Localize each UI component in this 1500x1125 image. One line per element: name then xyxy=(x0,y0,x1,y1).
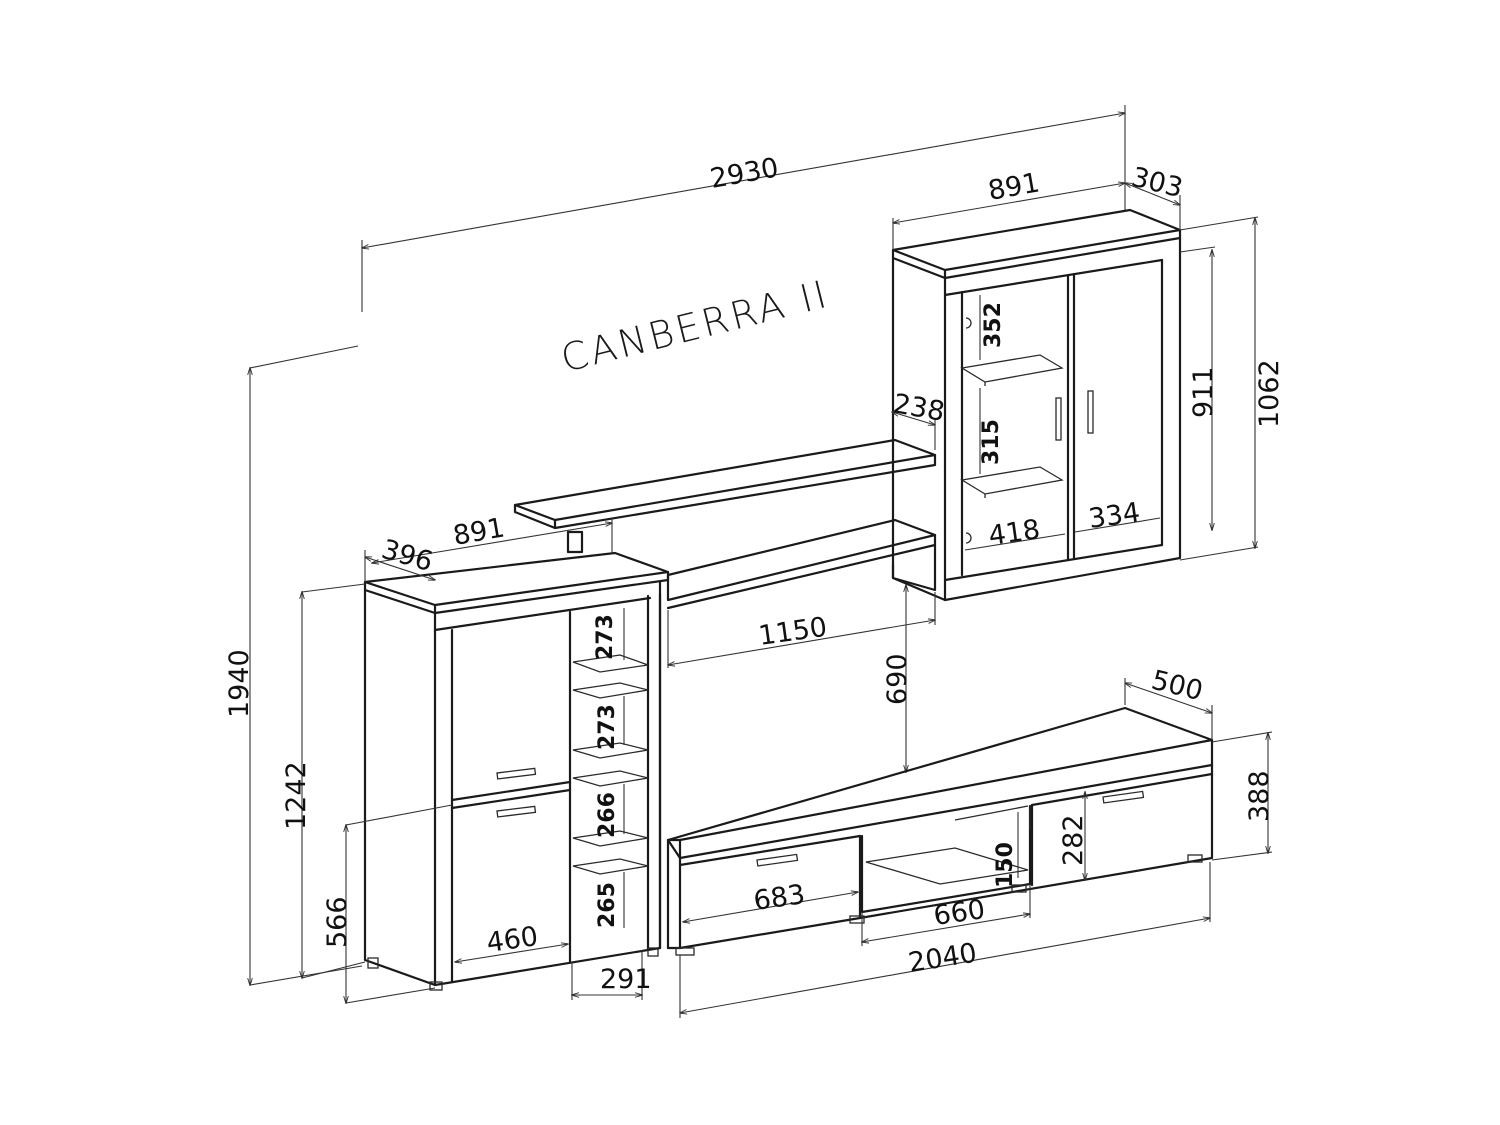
dim-shelf-width: 1150 xyxy=(757,612,829,652)
shelf-dimensions: 238 1150 690 xyxy=(668,388,947,772)
dim-tv-depth: 500 xyxy=(1148,665,1206,708)
dim-wall-cabinet-inner-height: 911 xyxy=(1188,366,1219,418)
dim-overall-width: 2930 xyxy=(708,152,781,194)
dim-tall-shelf-2: 273 xyxy=(595,704,620,750)
dim-tall-shelf-1: 273 xyxy=(593,614,618,660)
tall-cabinet-dimensions: 891 396 1242 566 460 291 273 273 266 265 xyxy=(281,512,652,1003)
dim-wall-cabinet-width: 891 xyxy=(986,167,1042,206)
dim-wall-cabinet-depth: 303 xyxy=(1128,162,1186,205)
overall-width-dimension: 2930 xyxy=(362,105,1125,312)
wall-cabinet-dimensions: 891 303 1062 911 352 315 418 334 xyxy=(893,162,1285,561)
dim-wall-cabinet-height: 1062 xyxy=(1254,359,1285,428)
dim-tall-cabinet-width: 891 xyxy=(451,512,507,551)
dim-tall-door-width: 460 xyxy=(485,921,540,959)
dim-tv-drawer-width: 683 xyxy=(752,879,807,917)
dim-tall-cabinet-lower-height: 566 xyxy=(322,896,353,948)
dim-tv-drawer-height: 282 xyxy=(1058,814,1089,866)
dim-overall-height: 1940 xyxy=(224,649,255,718)
dim-tall-shelf-4: 265 xyxy=(595,882,620,928)
dim-wall-shelf-mid: 315 xyxy=(979,419,1004,465)
dim-tv-niche-height: 150 xyxy=(993,842,1018,888)
dim-wall-inner-right: 334 xyxy=(1087,497,1142,535)
tv-unit-dimensions: 500 388 282 150 683 660 2040 xyxy=(680,665,1275,1018)
dim-tall-cabinet-depth: 396 xyxy=(378,534,436,578)
overall-height-dimension: 1940 xyxy=(224,345,363,985)
dim-tv-niche-width: 660 xyxy=(932,894,987,932)
dim-tv-total-width: 2040 xyxy=(906,938,979,979)
dim-shelf-height-above-tv: 690 xyxy=(882,653,913,705)
dim-tall-cabinet-height: 1242 xyxy=(281,761,312,830)
dim-shelf-depth: 238 xyxy=(891,388,947,427)
floating-shelves xyxy=(513,438,937,610)
tall-cabinet xyxy=(363,551,670,991)
dim-tall-side-width: 291 xyxy=(600,964,652,995)
product-title: CANBERRA II xyxy=(557,272,834,381)
dim-tv-height: 388 xyxy=(1244,770,1275,822)
dim-tall-shelf-3: 266 xyxy=(595,792,620,838)
dim-wall-inner-left: 418 xyxy=(987,514,1042,552)
dim-wall-shelf-top: 352 xyxy=(981,302,1006,348)
